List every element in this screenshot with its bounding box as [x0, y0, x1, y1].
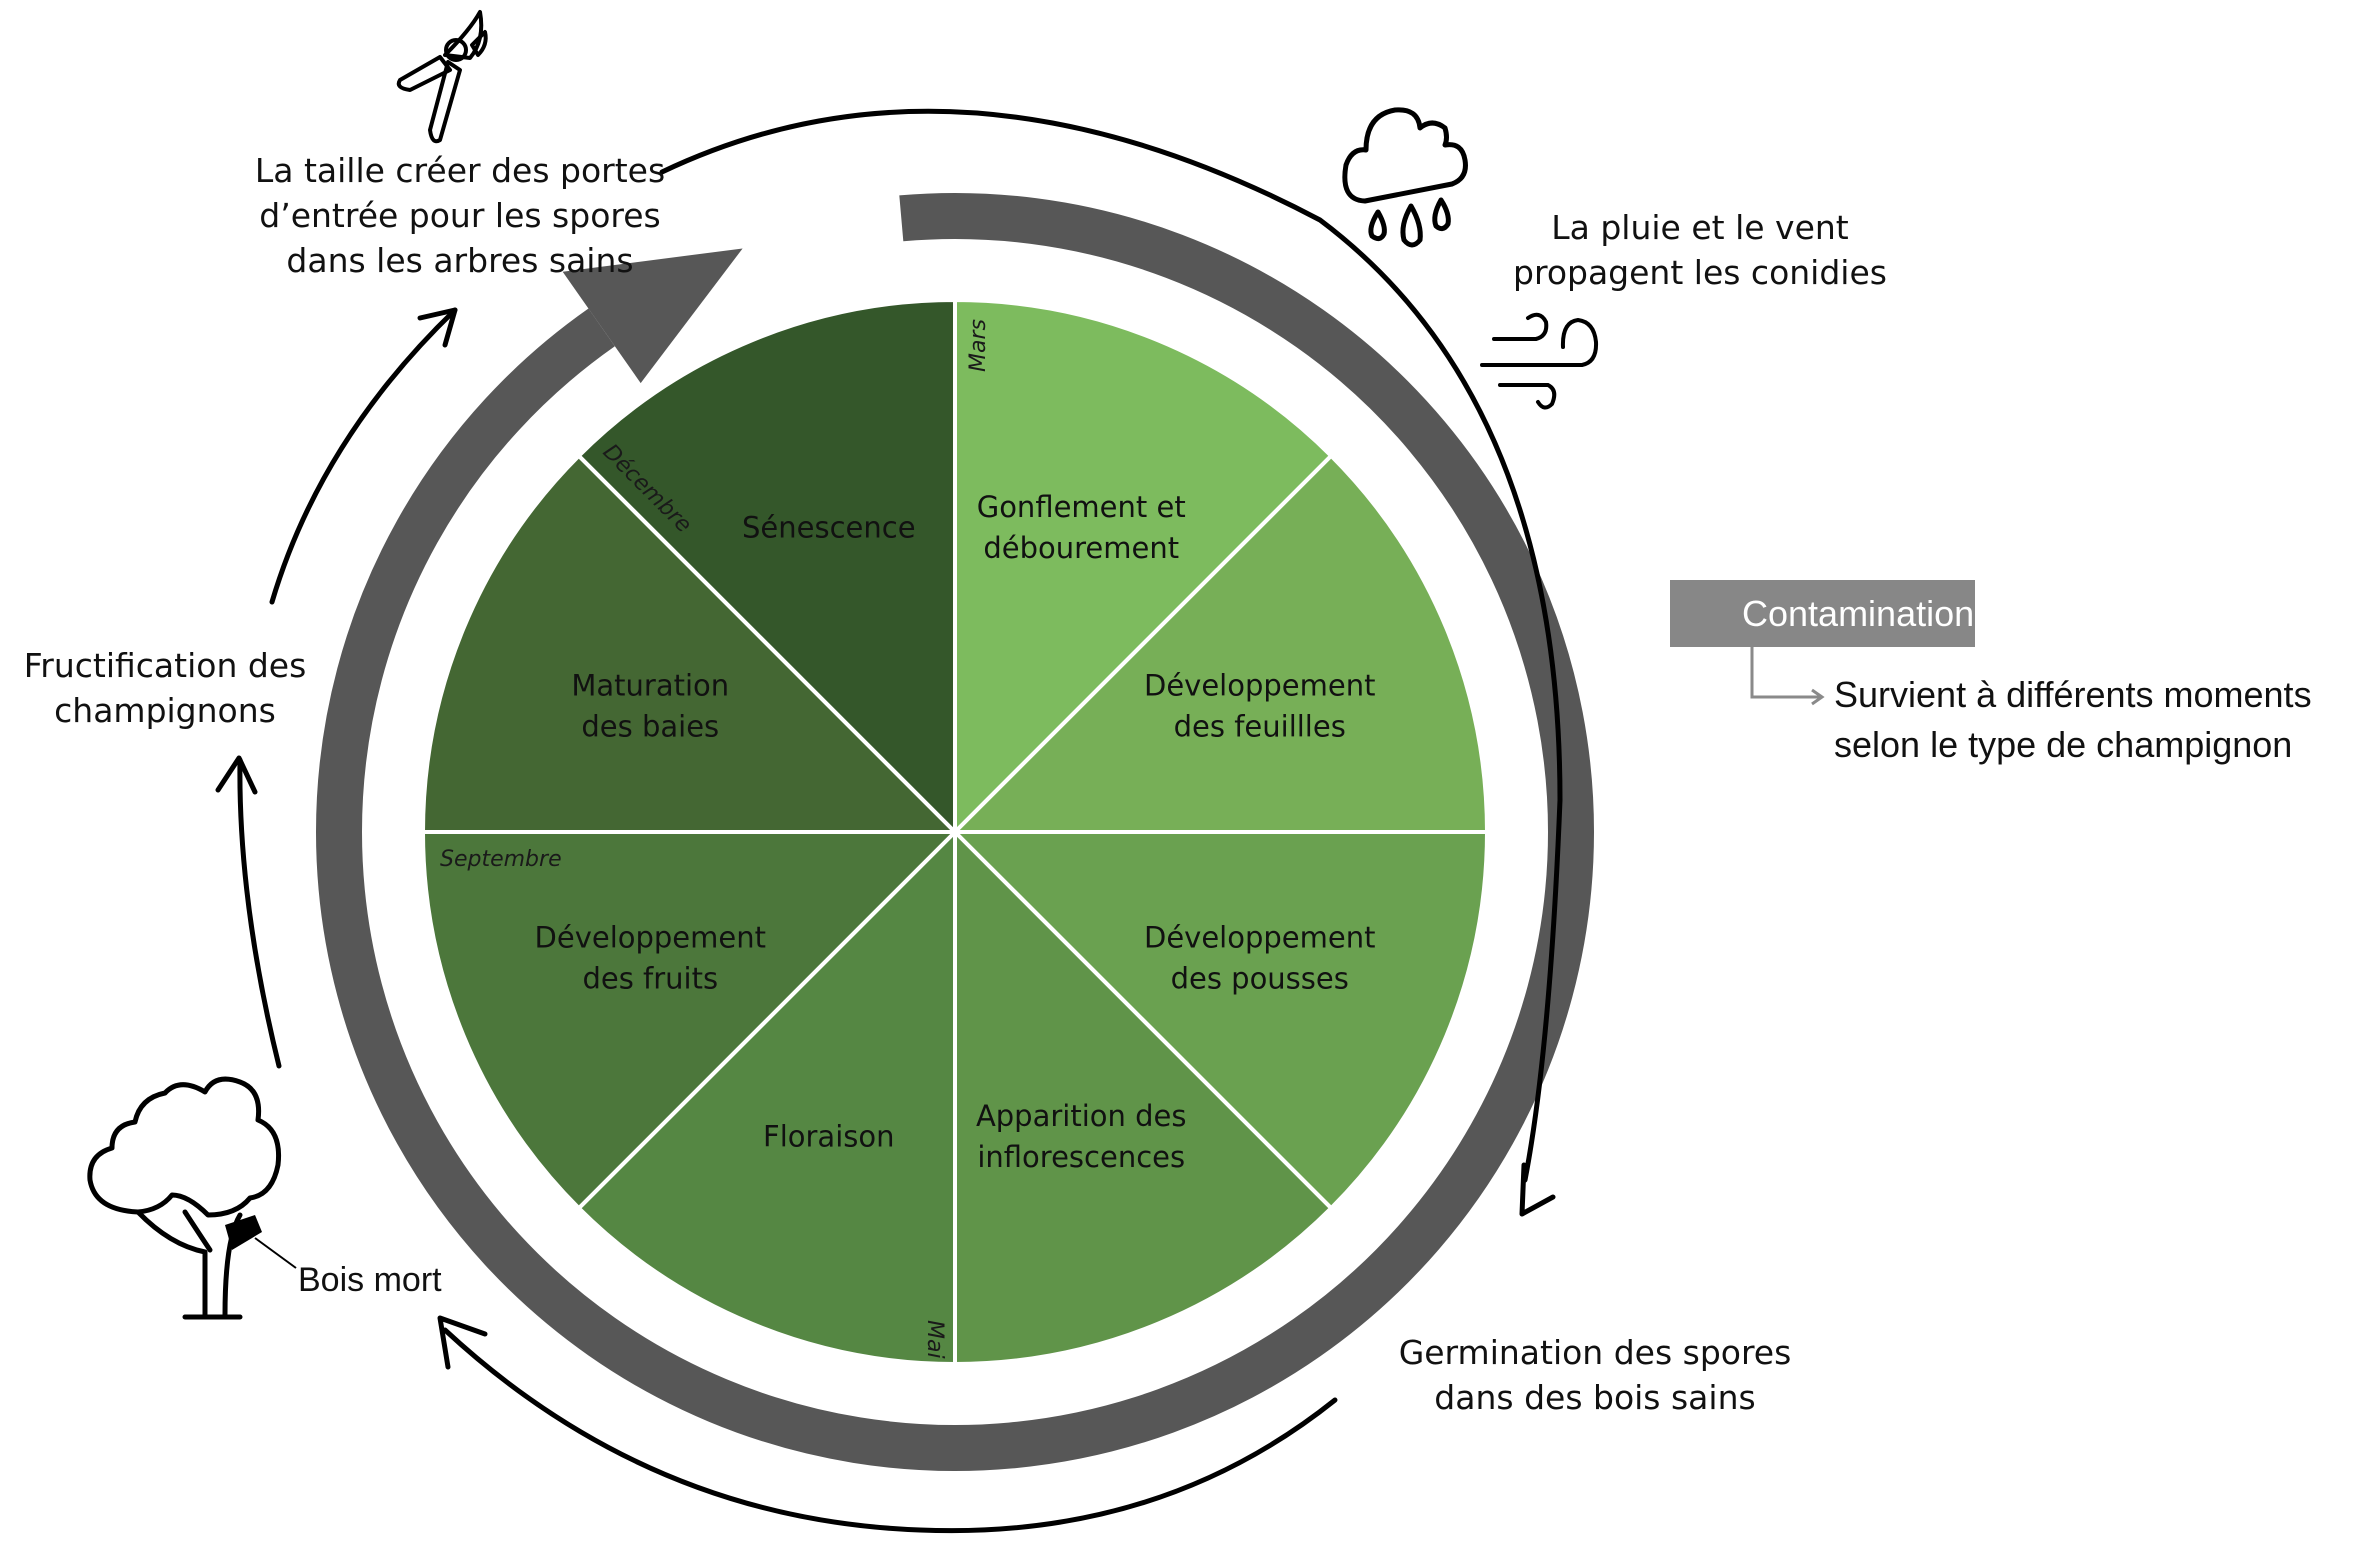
wheel-segment-label: Sénescence: [742, 510, 916, 544]
wheel-segment: [953, 827, 1335, 1367]
arrowhead-left-lower: [215, 755, 258, 795]
rain-wind-annotation-line: propagent les conidies: [1513, 253, 1887, 292]
contamination-note: Survient à différents moments selon le t…: [1834, 670, 2312, 770]
contamination-note-line: selon le type de champignon: [1834, 724, 2293, 765]
arc-arrow-top: [659, 108, 1563, 1183]
seasonal-ring-arrowhead: [562, 248, 743, 384]
wheel-segment-label-line: des feuillles: [1174, 709, 1346, 743]
fructification-annotation-line: Fructification des: [23, 646, 307, 685]
pruning-annotation-line: La taille créer des portes: [254, 151, 666, 190]
pruning-shears-icon: [396, 10, 488, 144]
wheel-segment: [950, 452, 1490, 834]
dead-wood-label: Bois mort: [298, 1261, 442, 1299]
wheel-segment-label: Développement des fruits: [535, 921, 766, 996]
rain-cloud-icon: [1342, 107, 1468, 248]
phenology-wheel: [420, 297, 1490, 1367]
wheel-segment-label-line: Maturation: [571, 668, 729, 702]
fructification-annotation: Fructification des champignons: [5, 643, 325, 733]
wheel-segment-label-line: Sénescence: [742, 510, 916, 544]
wheel-segment-label-line: Apparition des: [976, 1099, 1187, 1133]
wheel-segment-label: Développement des feuillles: [1144, 668, 1375, 743]
wheel-segment-label-line: débourement: [983, 531, 1179, 565]
month-label-septembre: Septembre: [440, 847, 562, 872]
contamination-note-line: Survient à différents moments: [1834, 674, 2312, 715]
wheel-segment-label-line: Développement: [535, 921, 766, 955]
tree-icon: [87, 1076, 282, 1320]
wheel-segment: [420, 830, 960, 1212]
wheel-segment-label-line: des pousses: [1171, 962, 1349, 996]
dead-wood-leader-line: [254, 1237, 297, 1269]
arrowhead-bottom-left: [437, 1315, 488, 1370]
seasonal-ring-arrow: [316, 193, 1594, 1471]
wheel-segment: [953, 297, 1335, 837]
rain-wind-annotation-line: La pluie et le vent: [1551, 208, 1849, 247]
wheel-segment-label-line: Développement: [1144, 921, 1375, 955]
wheel-segment-label: Maturation des baies: [571, 668, 729, 743]
wheel-segment: [575, 297, 957, 837]
rain-wind-annotation: La pluie et le vent propagent les conidi…: [1490, 205, 1910, 295]
germination-annotation: Germination des spores dans des bois sai…: [1380, 1330, 1810, 1420]
month-label-mai: Mai: [922, 1320, 947, 1359]
germination-annotation-line: Germination des spores: [1398, 1333, 1792, 1372]
pruning-annotation-line: d’entrée pour les spores: [259, 196, 661, 235]
fructification-annotation-line: champignons: [54, 691, 276, 730]
dead-wood-marker: [225, 1215, 262, 1250]
contamination-box: Contamination: [1670, 580, 1975, 647]
arc-arrow-bottom: [442, 1327, 1338, 1534]
wheel-segment-label: Floraison: [763, 1120, 894, 1154]
wheel-segment-label-line: Gonflement et: [977, 490, 1186, 524]
wheel-segment: [420, 452, 960, 834]
wheel-segment-label: Apparition des inflorescences: [976, 1099, 1187, 1174]
arc-arrow-left-lower: [237, 757, 282, 1069]
arrowhead-right: [1519, 1162, 1556, 1217]
wheel-segment: [950, 830, 1490, 1212]
month-label-mars: Mars: [966, 319, 991, 372]
wheel-segment-label-line: Développement: [1144, 668, 1375, 702]
wheel-segment-label: Développement des pousses: [1144, 921, 1375, 996]
wind-icon: [1480, 312, 1599, 410]
wheel-segment-label: Gonflement et débourement: [977, 490, 1186, 565]
arrowhead-left-upper: [417, 307, 458, 348]
wheel-segment-label-line: Floraison: [763, 1120, 894, 1154]
germination-annotation-line: dans des bois sains: [1434, 1378, 1756, 1417]
wheel-segment-label-line: inflorescences: [977, 1140, 1185, 1174]
wheel-segment: [575, 827, 957, 1367]
wheel-segment-label-line: des baies: [581, 709, 719, 743]
pruning-annotation-line: dans les arbres sains: [286, 241, 634, 280]
pruning-annotation: La taille créer des portes d’entrée pour…: [230, 148, 690, 283]
contamination-connector: [1750, 647, 1825, 706]
wheel-segment-label-line: des fruits: [582, 962, 718, 996]
arc-arrow-left-upper: [269, 307, 458, 605]
